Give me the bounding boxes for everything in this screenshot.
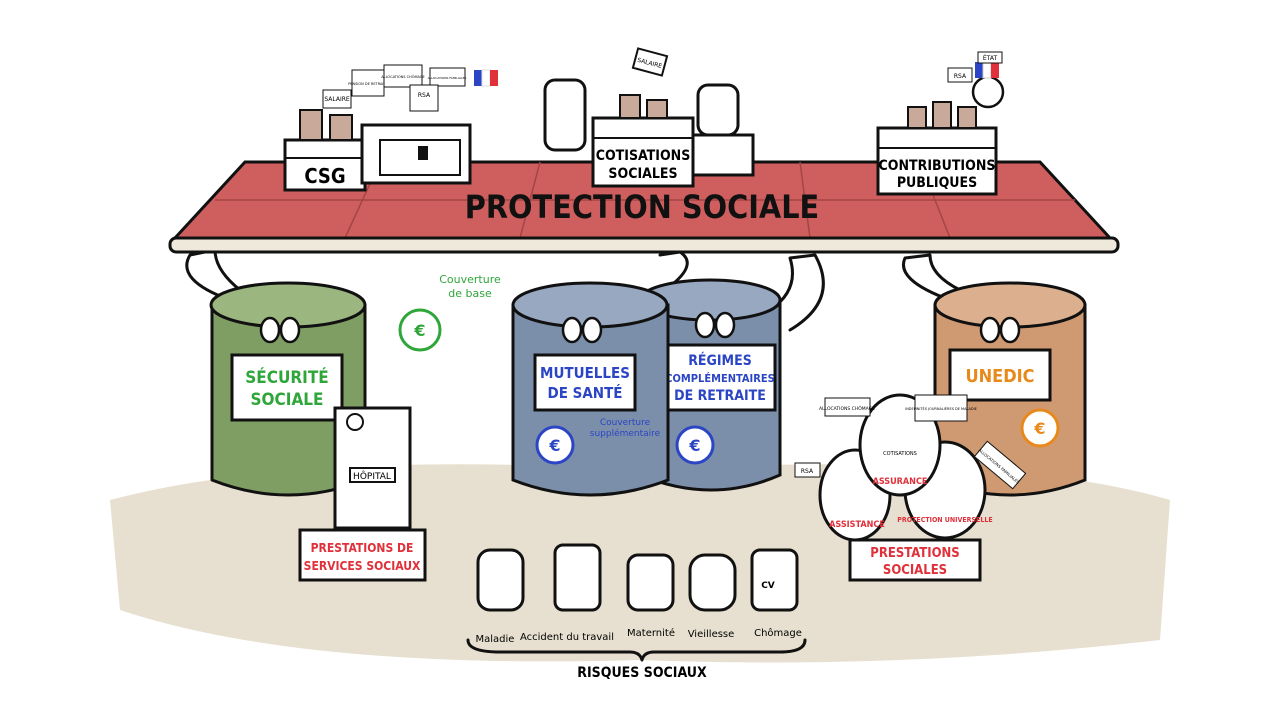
svg-text:RSA: RSA xyxy=(418,92,431,99)
services-label: SERVICES SOCIAUX xyxy=(304,559,421,573)
svg-text:ÉTAT: ÉTAT xyxy=(983,54,998,62)
svg-text:€: € xyxy=(548,436,560,455)
risque-maladie: Maladie xyxy=(476,634,515,645)
risques-brace xyxy=(466,638,807,662)
cotisations-box: COTISATIONS SOCIALES SALAIRE xyxy=(543,47,755,188)
annotation-couverture-supp: Couverture xyxy=(600,418,651,428)
bag-assurance-label: ASSURANCE xyxy=(873,477,928,487)
prestations-label: SOCIALES xyxy=(883,563,947,578)
risques-characters xyxy=(476,543,799,612)
barrel-label: DE SANTÉ xyxy=(547,383,622,402)
barrel-label: COMPLÉMENTAIRES xyxy=(665,372,774,385)
barrel-label: SOCIALE xyxy=(251,390,324,410)
risque-accident: Accident du travail xyxy=(520,632,614,643)
barrel-label: DE RETRAITE xyxy=(674,388,766,404)
risque-vieillesse: Vieillesse xyxy=(688,629,735,640)
services-label: PRESTATIONS DE xyxy=(311,541,414,555)
svg-text:PENSION DE RETRAITE: PENSION DE RETRAITE xyxy=(348,82,388,86)
prestations-services-sociaux-box: PRESTATIONS DE SERVICES SOCIAUX xyxy=(298,528,427,582)
lock-icon xyxy=(418,146,428,160)
barrel-label: MUTUELLES xyxy=(540,364,630,382)
roof-title: PROTECTION SOCIALE xyxy=(465,188,819,226)
svg-text:RSA: RSA xyxy=(801,468,814,475)
barrel-securite-sociale: SÉCURITÉ SOCIALE xyxy=(209,281,367,497)
contributions-box: CONTRIBUTIONS PUBLIQUES RSA ÉTAT xyxy=(876,51,1005,196)
desk xyxy=(691,133,755,177)
barrel-mutuelles: MUTUELLES DE SANTÉ xyxy=(511,281,670,497)
risque-maternite: Maternité xyxy=(627,627,675,639)
svg-text:INDEMNITÉS JOURNALIÈRES DE MAL: INDEMNITÉS JOURNALIÈRES DE MALADIE xyxy=(905,406,977,411)
cv-document: CV xyxy=(761,581,775,591)
risques-title: RISQUES SOCIAUX xyxy=(577,665,707,681)
prestations-tags: ALLOCATIONS CHÔMAGE INDEMNITÉS JOURNALIÈ… xyxy=(794,394,1027,490)
svg-text:ALLOCATIONS FAMILIALES: ALLOCATIONS FAMILIALES xyxy=(428,76,467,80)
csg-box: CSG xyxy=(283,109,367,192)
annotation-couverture-base: Couverture xyxy=(439,273,501,286)
hospital: HÔPITAL xyxy=(333,406,412,530)
barrel-label: RÉGIMES xyxy=(688,352,752,369)
barrel-label: SÉCURITÉ xyxy=(245,366,328,388)
cotisations-label: SOCIALES xyxy=(608,166,677,182)
contributions-label: PUBLIQUES xyxy=(897,175,977,191)
france-flag-icon xyxy=(474,69,498,87)
cotisations-label: COTISATIONS xyxy=(596,148,691,164)
hospital-sign: HÔPITAL xyxy=(353,470,391,482)
risque-chomage: Chômage xyxy=(754,627,802,639)
mini-barrel-label: COTISATIONS xyxy=(883,451,917,457)
annotation-couverture-base: de base xyxy=(448,287,492,300)
state-character xyxy=(971,75,1005,109)
bag-assistance-label: ASSISTANCE xyxy=(829,520,885,530)
svg-text:€: € xyxy=(1033,419,1045,438)
risques-labels: Maladie Accident du travail Maternité Vi… xyxy=(476,581,802,645)
bag-protection-label: PROTECTION UNIVERSELLE xyxy=(897,516,992,524)
barrel-label: UNEDIC xyxy=(965,366,1034,387)
prestations-label: PRESTATIONS xyxy=(870,546,959,561)
svg-text:SALAIRE: SALAIRE xyxy=(324,96,350,103)
barrel-label-box xyxy=(230,353,344,422)
svg-text:€: € xyxy=(413,321,425,340)
euro-bag-icons: € € € € xyxy=(398,308,1060,465)
barrel-unedic: UNEDIC xyxy=(933,281,1087,497)
barrel-regimes-complementaires: RÉGIMES COMPLÉMENTAIRES DE RETRAITE xyxy=(638,278,782,492)
treasure-chest xyxy=(360,123,472,185)
csg-label: CSG xyxy=(304,164,345,188)
svg-text:€: € xyxy=(688,436,700,455)
svg-text:ALLOCATIONS CHÔMAGE: ALLOCATIONS CHÔMAGE xyxy=(819,405,875,412)
annotation-couverture-supp: supplémentaire xyxy=(590,428,661,439)
contributions-label: CONTRIBUTIONS xyxy=(879,158,996,174)
prestations-sociales: PRESTATIONS SOCIALES ASSURANCE ASSISTANC… xyxy=(794,393,1027,582)
funding-signs-left: SALAIRE PENSION DE RETRAITE ALLOCATIONS … xyxy=(322,64,467,112)
employer-character xyxy=(696,83,740,137)
svg-text:RSA: RSA xyxy=(954,73,967,80)
employee-character xyxy=(543,78,587,152)
svg-text:ALLOCATIONS CHÔMAGE: ALLOCATIONS CHÔMAGE xyxy=(381,74,424,79)
barrel-eyes xyxy=(259,311,1021,344)
